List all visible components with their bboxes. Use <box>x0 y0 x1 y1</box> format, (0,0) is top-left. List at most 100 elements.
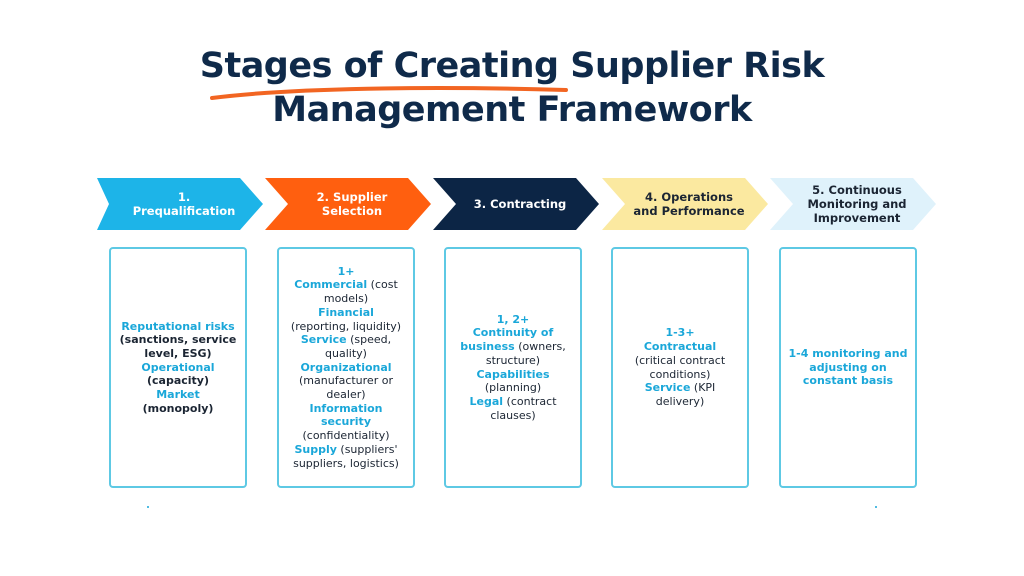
detail-line: Supply (suppliers' <box>294 443 397 457</box>
title-accent-underline <box>210 86 568 100</box>
detail-line: 1+ <box>338 265 355 279</box>
detail-line: Financial <box>318 306 374 320</box>
detail-highlight: Market <box>156 388 200 402</box>
detail-line: (reporting, liquidity) <box>291 320 401 334</box>
stage-label: 1. Prequalification <box>132 190 236 218</box>
title-line-1: Stages of Creating Supplier Risk <box>199 46 825 86</box>
detail-highlight: Financial <box>318 305 374 319</box>
detail-text: (reporting, liquidity) <box>290 319 402 333</box>
decorative-dot <box>875 506 877 508</box>
detail-line: Continuity of <box>473 326 554 340</box>
detail-highlight: Contractual <box>643 340 717 354</box>
detail-line: constant basis <box>803 374 893 388</box>
detail-line: Operational <box>141 361 214 375</box>
detail-line: adjusting on <box>809 361 886 375</box>
detail-line: Capabilities <box>476 368 549 382</box>
detail-line: (sanctions, service <box>120 333 237 347</box>
detail-line: security <box>321 415 371 429</box>
detail-line: clauses) <box>490 409 535 423</box>
detail-line: Contractual <box>644 340 716 354</box>
detail-line: (monopoly) <box>143 402 214 416</box>
detail-highlight: Reputational risks <box>121 319 235 333</box>
detail-line: structure) <box>486 354 540 368</box>
detail-line: suppliers, logistics) <box>293 457 399 471</box>
detail-line: business (owners, <box>460 340 565 354</box>
detail-line: models) <box>324 292 368 306</box>
detail-highlight: 1-3+ <box>665 326 695 340</box>
detail-highlight: 1-4 monitoring and <box>788 346 908 360</box>
detail-highlight: adjusting on <box>809 360 887 374</box>
detail-highlight: Legal <box>469 394 504 408</box>
detail-line: 1, 2+ <box>497 313 530 327</box>
detail-line: Information <box>310 402 383 416</box>
stage-arrow-5: 5. Continuous Monitoring and Improvement <box>770 178 936 230</box>
detail-highlight: 1+ <box>337 264 355 278</box>
detail-highlight: Service <box>644 381 691 395</box>
detail-text: suppliers, logistics) <box>293 456 399 470</box>
decorative-dot <box>147 506 149 508</box>
stage-arrow-4: 4. Operations and Performance <box>602 178 768 230</box>
detail-line: 1-3+ <box>665 326 694 340</box>
detail-highlight: Supply <box>294 442 337 456</box>
detail-text: (suppliers' <box>336 442 398 456</box>
detail-line: Reputational risks <box>121 320 234 334</box>
stage-arrow-2: 2. Supplier Selection <box>265 178 431 230</box>
detail-line: (planning) <box>485 381 541 395</box>
detail-highlight: constant basis <box>802 374 894 388</box>
detail-text: (manufacturer or <box>299 374 393 388</box>
stage-label: 4. Operations and Performance <box>633 190 745 218</box>
detail-highlight: security <box>321 415 371 429</box>
detail-text: quality) <box>325 346 367 360</box>
detail-line: (capacity) <box>147 374 209 388</box>
detail-line: Commercial (cost <box>294 278 398 292</box>
stage-label: 5. Continuous Monitoring and Improvement <box>807 183 907 225</box>
detail-highlight: 1, 2+ <box>496 312 530 326</box>
detail-line: (critical contract <box>635 354 725 368</box>
title-line-2: Management Framework <box>272 90 752 130</box>
detail-line: Service (speed, <box>301 333 391 347</box>
detail-text: (owners, <box>514 340 566 354</box>
detail-highlight: Operational <box>141 360 215 374</box>
stage-arrow-3: 3. Contracting <box>433 178 599 230</box>
detail-line: 1-4 monitoring and <box>789 347 908 361</box>
detail-text: (monopoly) <box>142 401 214 415</box>
detail-text: (confidentiality) <box>302 429 390 443</box>
detail-text: level, ESG) <box>144 346 212 360</box>
detail-text: (speed, <box>346 333 392 347</box>
detail-line: Market <box>156 388 200 402</box>
stage-arrow-1: 1. Prequalification <box>97 178 263 230</box>
detail-highlight: Service <box>300 333 347 347</box>
detail-line: Service (KPI <box>645 381 716 395</box>
detail-highlight: business <box>460 340 515 354</box>
page-title: Stages of Creating Supplier Risk Managem… <box>0 44 1024 132</box>
detail-line: dealer) <box>326 388 365 402</box>
detail-line: conditions) <box>650 368 711 382</box>
detail-highlight: Commercial <box>294 278 368 292</box>
detail-line: level, ESG) <box>144 347 211 361</box>
detail-text: models) <box>323 292 369 306</box>
detail-text: structure) <box>485 353 541 367</box>
detail-line: Legal (contract <box>469 395 556 409</box>
detail-text: (KPI <box>690 381 716 395</box>
stage-label: 2. Supplier Selection <box>316 190 388 218</box>
detail-text: (cost <box>367 278 398 292</box>
stage-label: 3. Contracting <box>473 197 567 211</box>
detail-line: quality) <box>325 347 367 361</box>
detail-line: (confidentiality) <box>302 429 389 443</box>
detail-highlight: Continuity of <box>472 326 554 340</box>
detail-text: conditions) <box>649 367 711 381</box>
detail-text: delivery) <box>655 394 705 408</box>
detail-highlight: Organizational <box>300 360 392 374</box>
detail-text: clauses) <box>490 408 536 422</box>
detail-text: (contract <box>503 394 557 408</box>
detail-line: (manufacturer or <box>299 374 393 388</box>
detail-line: Organizational <box>300 361 391 375</box>
detail-line: delivery) <box>656 395 704 409</box>
detail-text: (capacity) <box>146 374 209 388</box>
detail-text: (planning) <box>484 381 542 395</box>
